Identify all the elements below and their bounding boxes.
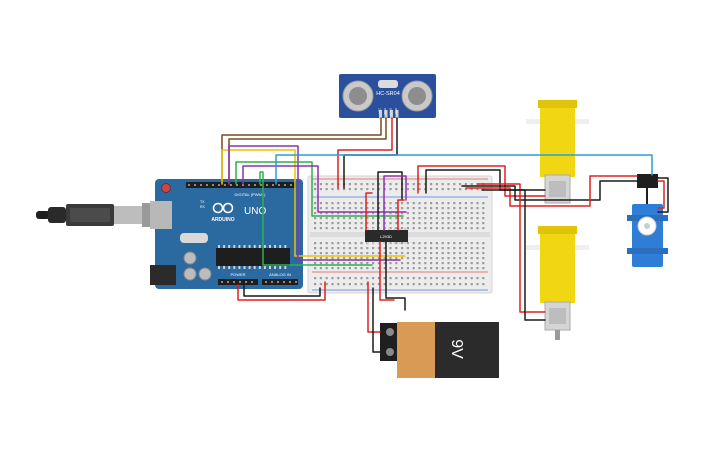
capacitor-3 (198, 267, 212, 281)
capacitor-1 (183, 251, 197, 265)
usb-port (150, 201, 172, 229)
battery-terminals (380, 323, 400, 361)
sensor-crystal (378, 80, 398, 88)
arduino-model-text: UNO (244, 206, 266, 217)
digital-pwm-label: DIGITAL (PWM~) (235, 192, 267, 197)
wire-motor1-red[interactable] (417, 165, 546, 197)
battery-voltage-label: 9V (448, 339, 465, 359)
capacitor-2 (183, 267, 197, 281)
digital-header (186, 182, 296, 188)
dc-motor-top[interactable] (526, 100, 589, 204)
sensor-pin (384, 110, 388, 119)
wire-servo-red[interactable] (657, 180, 665, 209)
usb-cable[interactable] (36, 203, 158, 227)
reset-button[interactable] (161, 183, 171, 193)
atmega-chip (216, 248, 290, 266)
wire-motor-to-servo-red[interactable] (465, 175, 638, 207)
wire-motor-to-servo-black[interactable] (461, 180, 638, 201)
wire-green-1[interactable] (235, 161, 404, 217)
sensor-pin-label: ECHO (389, 108, 393, 116)
wire-sensor-echo[interactable] (337, 117, 393, 189)
wire-red-5v[interactable] (237, 281, 326, 301)
power-label: POWER (230, 272, 245, 277)
sensor-pin (390, 110, 393, 119)
digital-header-pins (188, 184, 292, 186)
breadboard-holes (314, 183, 485, 286)
sensor-pin-label: GND (394, 108, 398, 114)
wire-blue-servo[interactable] (275, 154, 653, 185)
wire-sensor-vcc[interactable] (221, 117, 382, 185)
wire-battery-black[interactable] (372, 287, 381, 353)
wire-black-gnd[interactable] (243, 284, 321, 297)
sensor-model-label: HC-SR04 (376, 91, 400, 97)
wire-black-chip-bot[interactable] (385, 241, 406, 311)
servo-motor[interactable] (627, 174, 668, 267)
breadboard[interactable]: L293D (307, 175, 493, 294)
sensor-pin-label: VCC (378, 108, 382, 114)
crystal-oscillator (180, 233, 208, 243)
l293d-chip[interactable] (365, 230, 408, 242)
sensor-pin (395, 110, 399, 119)
wire-red-vcc-top[interactable] (365, 192, 373, 231)
power-header (218, 279, 258, 285)
wires (221, 117, 669, 353)
wire-red-chip-bot[interactable] (379, 241, 395, 301)
power-jack (150, 265, 176, 285)
sensor-pin (379, 110, 382, 119)
arduino-uno-board[interactable]: DIGITAL (PWM~) TX RX ARDUINO UNO POWER A… (150, 179, 303, 289)
l293d-label: L293D (380, 234, 392, 239)
wire-purple-2[interactable] (242, 165, 407, 213)
wire-servo-black[interactable] (657, 177, 669, 213)
sensor-pin-label: TRIG (383, 108, 387, 114)
wire-purple-chip-top[interactable] (383, 175, 407, 231)
wire-green-2[interactable] (259, 171, 373, 266)
wire-yellow-1[interactable] (221, 149, 406, 257)
dc-motor-bottom[interactable] (526, 226, 589, 340)
wire-purple-1[interactable] (228, 145, 401, 261)
analog-label: ANALOG IN (269, 272, 291, 277)
wire-motor2-red[interactable] (477, 183, 546, 313)
wire-sensor-trig[interactable] (228, 117, 387, 185)
arduino-logo-icon (212, 202, 234, 214)
servo-connector (637, 174, 658, 188)
battery-9v[interactable]: 9V (380, 322, 499, 378)
wire-red-chip-top[interactable] (397, 199, 405, 231)
arduino-brand-text: ARDUINO (211, 217, 234, 223)
wire-battery-red[interactable] (367, 281, 381, 333)
rx-label: RX (200, 205, 206, 209)
wire-black-chip-top[interactable] (377, 171, 403, 231)
tx-label: TX (200, 200, 205, 204)
wire-motor2-black[interactable] (481, 189, 546, 321)
analog-header (262, 279, 298, 285)
